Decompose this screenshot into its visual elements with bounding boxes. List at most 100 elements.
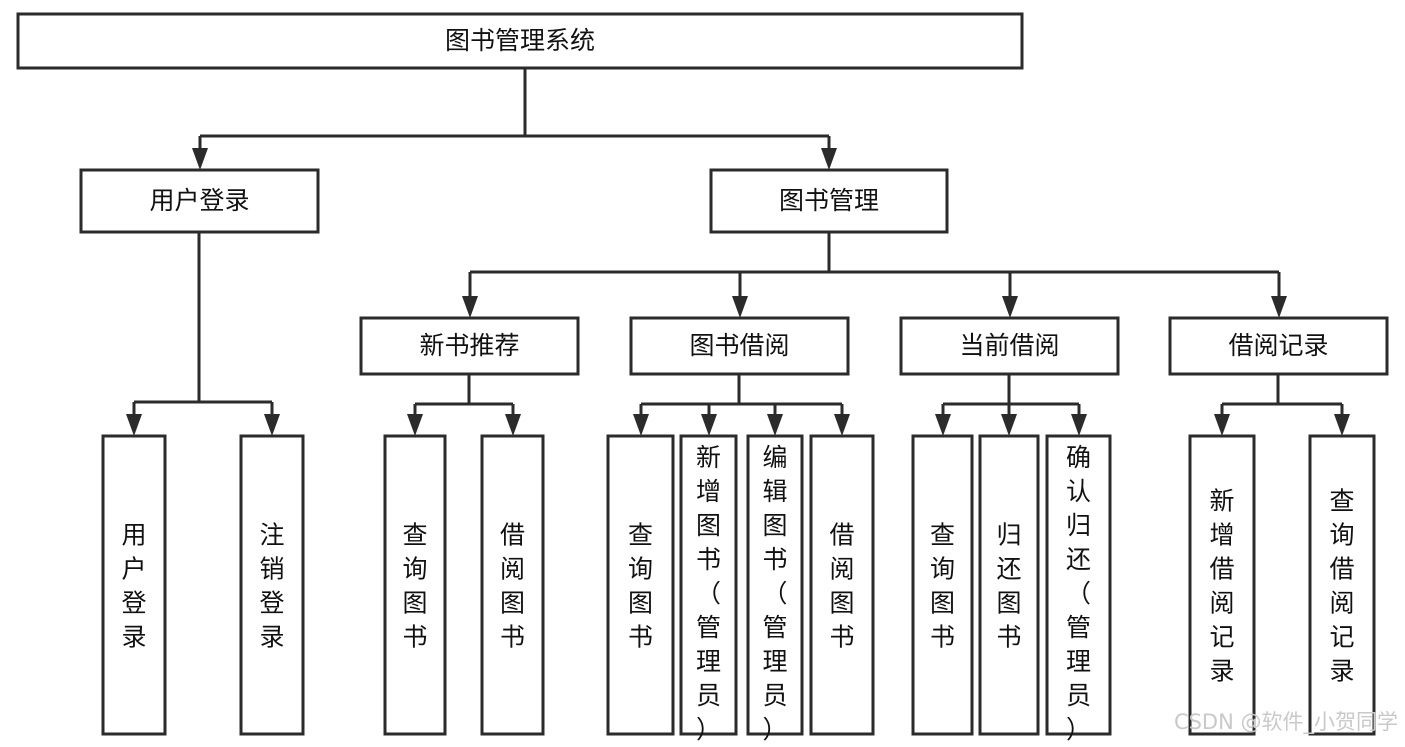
node-layer: 图书管理系统用户登录图书管理新书推荐图书借阅当前借阅借阅记录用户登录注销登录查询…	[16, 12, 1389, 744]
node-leaf-current-query[interactable]: 查询图书	[911, 434, 974, 736]
node-label-leaf-borrow-add: 新增图书（管理员）	[696, 443, 721, 744]
node-label-leaf-current-confirm: 确认归还（管理员）	[1066, 443, 1091, 744]
node-box-bookmgmt[interactable]	[709, 168, 949, 234]
arrow-head-icon	[264, 414, 280, 436]
connector-current-to-leaf-current-query	[935, 404, 951, 436]
node-leaf-borrow-query[interactable]: 查询图书	[606, 434, 675, 736]
node-newbook[interactable]: 新书推荐	[359, 316, 580, 376]
arrow-head-icon	[701, 414, 717, 436]
node-label-leaf-borrow-query: 查询图书	[628, 521, 653, 652]
arrow-head-icon	[834, 414, 850, 436]
node-leaf-new-query[interactable]: 查询图书	[383, 434, 447, 736]
node-borrow[interactable]: 图书借阅	[629, 316, 850, 376]
node-leaf-borrow-lend[interactable]: 借阅图书	[809, 434, 875, 736]
connector-bookmgmt-to-newbook	[462, 272, 478, 318]
node-box-current[interactable]	[899, 316, 1120, 376]
connector-login-to-leaf-user-login	[126, 402, 142, 436]
arrow-head-icon	[633, 414, 649, 436]
node-login[interactable]: 用户登录	[79, 168, 320, 234]
node-label-leaf-current-return: 归还图书	[996, 521, 1021, 652]
connector-current-to-leaf-current-return	[1001, 404, 1017, 436]
node-box-leaf-current-confirm[interactable]	[1045, 434, 1112, 736]
node-leaf-borrow-add[interactable]: 新增图书（管理员）	[679, 434, 738, 744]
node-box-leaf-user-login[interactable]	[101, 434, 167, 736]
connector-bookmgmt-to-current	[1002, 272, 1018, 318]
node-label-leaf-borrow-edit: 编辑图书（管理员）	[762, 443, 787, 744]
connector-bookmgmt-to-borrow	[732, 272, 748, 318]
arrow-head-icon	[1334, 414, 1350, 436]
node-leaf-new-borrow[interactable]: 借阅图书	[480, 434, 545, 736]
node-label-leaf-user-logout: 注销登录	[259, 521, 284, 652]
connector-records-to-leaf-record-query	[1334, 404, 1350, 436]
node-box-leaf-user-logout[interactable]	[239, 434, 305, 736]
node-label-leaf-record-add: 新增借阅记录	[1209, 487, 1234, 686]
node-box-leaf-current-return[interactable]	[978, 434, 1040, 736]
arrow-head-icon	[1071, 414, 1087, 436]
node-leaf-user-login[interactable]: 用户登录	[101, 434, 167, 736]
node-label-records: 借阅记录	[1228, 331, 1328, 360]
connector-root-to-bookmgmt	[821, 136, 837, 170]
connector-newbook-to-leaf-new-query	[407, 404, 423, 436]
node-label-leaf-new-borrow: 借阅图书	[500, 521, 525, 652]
node-current[interactable]: 当前借阅	[899, 316, 1120, 376]
node-leaf-user-logout[interactable]: 注销登录	[239, 434, 305, 736]
node-box-leaf-current-query[interactable]	[911, 434, 974, 736]
node-box-leaf-new-query[interactable]	[383, 434, 447, 736]
arrow-head-icon	[732, 296, 748, 318]
node-leaf-current-confirm[interactable]: 确认归还（管理员）	[1045, 434, 1112, 744]
node-box-leaf-record-query[interactable]	[1308, 434, 1376, 736]
arrow-head-icon	[1214, 414, 1230, 436]
arrow-head-icon	[1001, 414, 1017, 436]
connector-login-to-leaf-user-logout	[264, 402, 280, 436]
node-label-leaf-new-query: 查询图书	[402, 521, 427, 652]
connector-records-to-leaf-record-add	[1214, 404, 1230, 436]
node-label-leaf-borrow-lend: 借阅图书	[829, 521, 854, 652]
node-root[interactable]: 图书管理系统	[16, 12, 1024, 70]
node-box-records[interactable]	[1168, 316, 1389, 376]
node-label-leaf-user-login: 用户登录	[121, 521, 146, 652]
node-box-root[interactable]	[16, 12, 1024, 70]
node-box-leaf-record-add[interactable]	[1188, 434, 1256, 736]
node-box-leaf-new-borrow[interactable]	[480, 434, 545, 736]
node-box-leaf-borrow-edit[interactable]	[746, 434, 804, 736]
node-box-borrow[interactable]	[629, 316, 850, 376]
node-label-bookmgmt: 图书管理	[779, 186, 879, 215]
arrow-head-icon	[1002, 296, 1018, 318]
node-leaf-current-return[interactable]: 归还图书	[978, 434, 1040, 736]
connector-current-to-leaf-current-confirm	[1071, 404, 1087, 436]
node-box-login[interactable]	[79, 168, 320, 234]
csdn-watermark: CSDN @软件_小贺同学	[1174, 710, 1398, 735]
node-label-leaf-record-query: 查询借阅记录	[1329, 487, 1354, 686]
node-label-newbook: 新书推荐	[419, 331, 519, 360]
arrow-head-icon	[767, 414, 783, 436]
node-bookmgmt[interactable]: 图书管理	[709, 168, 949, 234]
node-leaf-record-add[interactable]: 新增借阅记录	[1188, 434, 1256, 736]
connector-borrow-to-leaf-borrow-lend	[834, 404, 850, 436]
node-box-leaf-borrow-add[interactable]	[679, 434, 738, 736]
node-label-root: 图书管理系统	[445, 26, 595, 55]
node-records[interactable]: 借阅记录	[1168, 316, 1389, 376]
arrow-head-icon	[505, 414, 521, 436]
node-box-leaf-borrow-lend[interactable]	[809, 434, 875, 736]
connector-root-to-login	[192, 136, 208, 170]
node-leaf-borrow-edit[interactable]: 编辑图书（管理员）	[746, 434, 804, 744]
arrow-head-icon	[192, 148, 208, 170]
connector-bookmgmt-to-records	[1271, 272, 1287, 318]
node-box-newbook[interactable]	[359, 316, 580, 376]
node-box-leaf-borrow-query[interactable]	[606, 434, 675, 736]
arrow-head-icon	[126, 414, 142, 436]
arrow-head-icon	[1271, 296, 1287, 318]
arrow-head-icon	[462, 296, 478, 318]
node-label-login: 用户登录	[149, 186, 249, 215]
node-label-leaf-current-query: 查询图书	[930, 521, 955, 652]
arrow-head-icon	[935, 414, 951, 436]
connector-borrow-to-leaf-borrow-query	[633, 404, 649, 436]
node-leaf-record-query[interactable]: 查询借阅记录	[1308, 434, 1376, 736]
connector-borrow-to-leaf-borrow-add	[701, 404, 717, 436]
connector-borrow-to-leaf-borrow-edit	[767, 404, 783, 436]
node-label-borrow: 图书借阅	[689, 331, 789, 360]
node-label-current: 当前借阅	[959, 331, 1059, 360]
arrow-head-icon	[407, 414, 423, 436]
